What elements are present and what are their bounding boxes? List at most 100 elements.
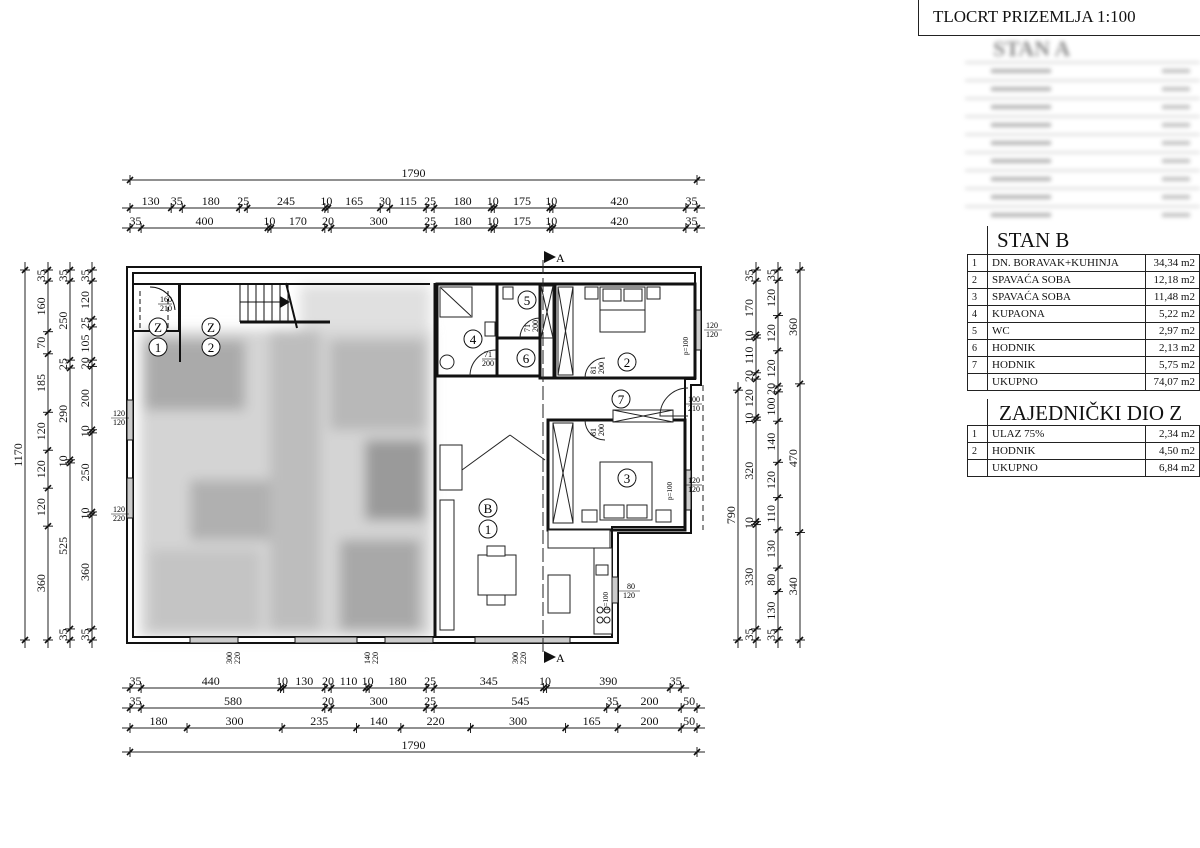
dimension-tick — [430, 204, 438, 212]
dimension-tick — [183, 724, 191, 732]
dimension-tick — [752, 416, 760, 424]
dimension-tick — [693, 748, 701, 756]
dimension-tick — [542, 684, 551, 692]
dimension-label: 25 — [424, 214, 436, 228]
door-swing-z1 — [149, 286, 176, 311]
dimension-label: 35 — [685, 214, 697, 228]
dimension-label: 50 — [683, 694, 695, 708]
svg-text:200: 200 — [531, 320, 540, 332]
dimension-tick — [21, 636, 29, 644]
svg-text:120: 120 — [623, 591, 635, 600]
dimension-label: 300 — [370, 694, 388, 708]
dimension-label: 105 — [78, 335, 92, 353]
dimension-tick — [167, 204, 175, 212]
dimension-tick — [693, 224, 701, 232]
svg-text:120: 120 — [706, 321, 718, 330]
room-number: 4 — [470, 332, 477, 347]
dimension-tick — [324, 204, 332, 212]
dimension-label: 110 — [764, 505, 778, 523]
svg-text:71: 71 — [484, 350, 492, 359]
dimension-label: 175 — [513, 194, 531, 208]
dimension-label: 360 — [786, 318, 800, 336]
dimension-tick — [137, 224, 145, 232]
dimension-label: 80 — [764, 574, 778, 586]
section-label: A — [556, 651, 565, 665]
dimension-tick — [549, 204, 557, 212]
dimension-tick — [549, 224, 557, 232]
dimension-label: 10 — [276, 674, 288, 688]
dimension-label: 35 — [34, 270, 48, 282]
dimension-tick — [243, 204, 251, 212]
dimension-label: 120 — [34, 460, 48, 478]
dimension-tick — [66, 266, 74, 274]
dimension-tick — [44, 408, 52, 416]
dimension-tick — [752, 625, 760, 633]
dimension-tick — [752, 331, 760, 339]
dimension-label: 340 — [786, 577, 800, 595]
dimension-label: 440 — [202, 674, 220, 688]
dimension-tick — [752, 375, 760, 383]
dimension-label: 545 — [511, 694, 529, 708]
dimension-tick — [561, 724, 570, 732]
drawing-title: TLOCRT PRIZEMLJA 1:100 — [918, 0, 1200, 36]
dimension-tick — [44, 350, 52, 358]
dimension-label: 330 — [742, 568, 756, 586]
dimension-tick — [430, 684, 438, 692]
dimension-tick — [752, 266, 760, 274]
door-swing-bath — [469, 349, 497, 377]
dimension-tick — [267, 224, 275, 232]
svg-text:80: 80 — [627, 582, 635, 591]
dimension-tick — [752, 334, 760, 342]
dimension-tick — [88, 315, 96, 323]
dimension-label: 10 — [263, 214, 275, 228]
shower — [439, 286, 473, 318]
dimension-tick — [682, 204, 690, 212]
dimension-label: 120 — [78, 291, 92, 309]
dimension-tick — [126, 176, 134, 184]
dimension-label: 100 — [764, 398, 778, 416]
dimension-label: 420 — [610, 214, 628, 228]
dimension-label: 390 — [599, 674, 617, 688]
dimension-tick — [487, 224, 495, 232]
svg-text:81: 81 — [589, 428, 598, 436]
dimension-tick — [88, 508, 96, 516]
dimension-tick — [88, 429, 96, 437]
dimension-tick — [88, 625, 96, 633]
dimension-label: 170 — [289, 214, 307, 228]
svg-text:200: 200 — [482, 359, 494, 368]
dimension-label: 185 — [34, 374, 48, 392]
dimension-label: 160 — [34, 297, 48, 315]
dimension-label: 300 — [509, 714, 527, 728]
dimension-label: 180 — [202, 194, 220, 208]
door-swing-bed2 — [584, 357, 606, 379]
room-number: 3 — [624, 471, 631, 486]
dimension-label: 110 — [340, 674, 358, 688]
room-marker-7: 7 — [611, 389, 631, 409]
room-marker-b1: B1 — [478, 498, 498, 539]
dimension-tick — [235, 204, 243, 212]
dimension-label: 35 — [130, 674, 142, 688]
dimension-tick — [327, 704, 335, 712]
dimension-tick — [774, 382, 782, 390]
divider — [987, 226, 988, 255]
dimension-tick — [752, 277, 760, 285]
dimension-label: 320 — [742, 462, 756, 480]
dimension-label: 165 — [345, 194, 363, 208]
wardrobe-bed2 — [557, 286, 574, 376]
dimension-tick — [66, 456, 74, 464]
dimension-label: 10 — [320, 194, 332, 208]
dimension-label: 50 — [683, 714, 695, 728]
dimension-label: 35 — [56, 270, 70, 282]
sill-label-bed2: p=100 — [682, 337, 690, 355]
dimension-label: 10 — [742, 517, 756, 529]
dimension-tick — [352, 724, 361, 732]
